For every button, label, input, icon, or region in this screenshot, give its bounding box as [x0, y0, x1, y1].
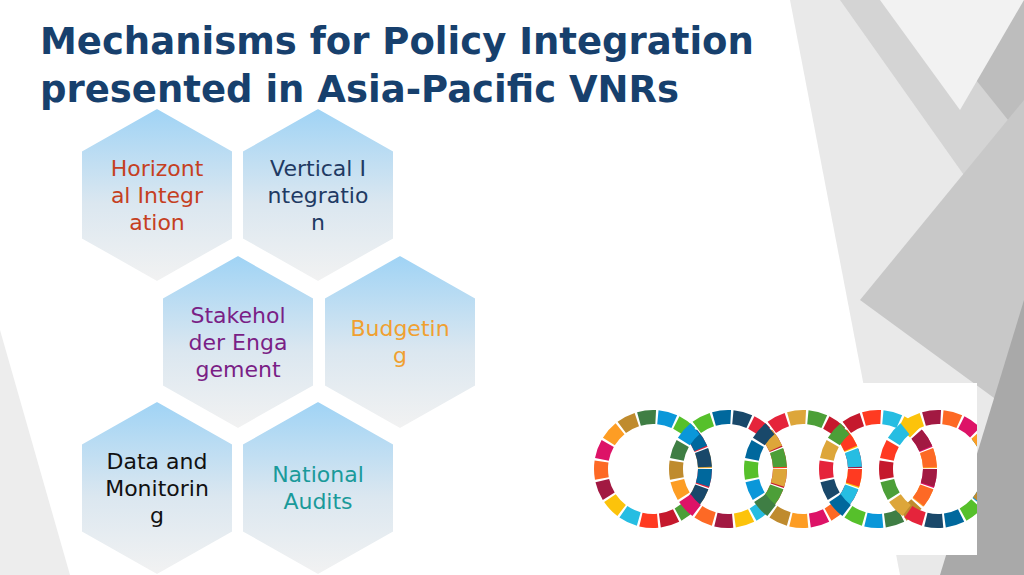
hexagon-shape [241, 400, 395, 575]
hexagon-box: Horizontal Integration [80, 107, 234, 283]
sdg-logo [583, 383, 977, 555]
hexagon-box: Stakeholder Engagement [161, 254, 315, 430]
hexagon-label: Data and Monitoring [105, 448, 209, 529]
hexagon-shape [323, 254, 477, 430]
hexagon-label: Horizontal Integration [105, 155, 209, 236]
hexagon-label: National Audits [266, 461, 370, 515]
hexagon-box: Data and Monitoring [80, 400, 234, 575]
hexagon-box: Vertical Integration [241, 107, 395, 283]
slide-title: Mechanisms for Policy Integration presen… [40, 18, 800, 114]
hexagon-label: Budgeting [348, 315, 452, 369]
hexagon-label: Vertical Integration [266, 155, 370, 236]
hexagon-box: Budgeting [323, 254, 477, 430]
hexagon-box: National Audits [241, 400, 395, 575]
hexagon-label: Stakeholder Engagement [186, 302, 290, 383]
